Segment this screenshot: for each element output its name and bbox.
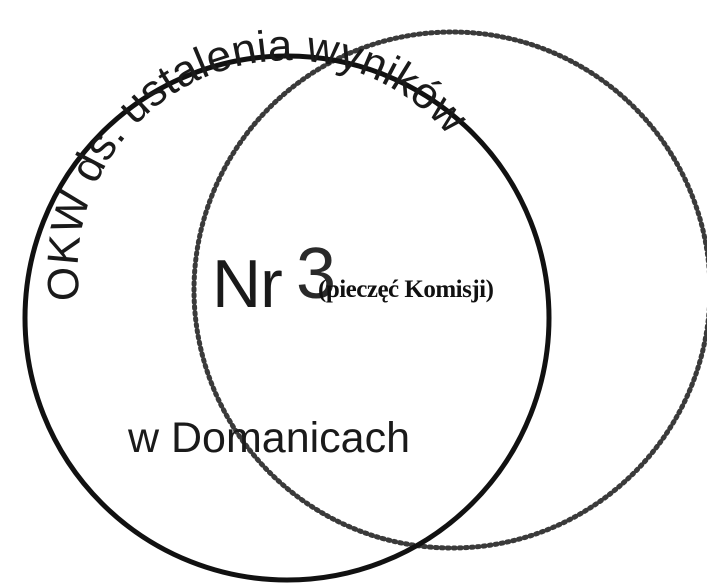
- stamp-number-label: Nr: [212, 246, 283, 322]
- stamp-number-value: 3: [296, 234, 337, 314]
- seal-placeholder-circle: [191, 29, 707, 551]
- stamp-location-text: w Domanicach: [128, 414, 410, 462]
- stamp-ring: [22, 53, 552, 583]
- stamp-caption: (pieczęć Komisji): [318, 276, 494, 303]
